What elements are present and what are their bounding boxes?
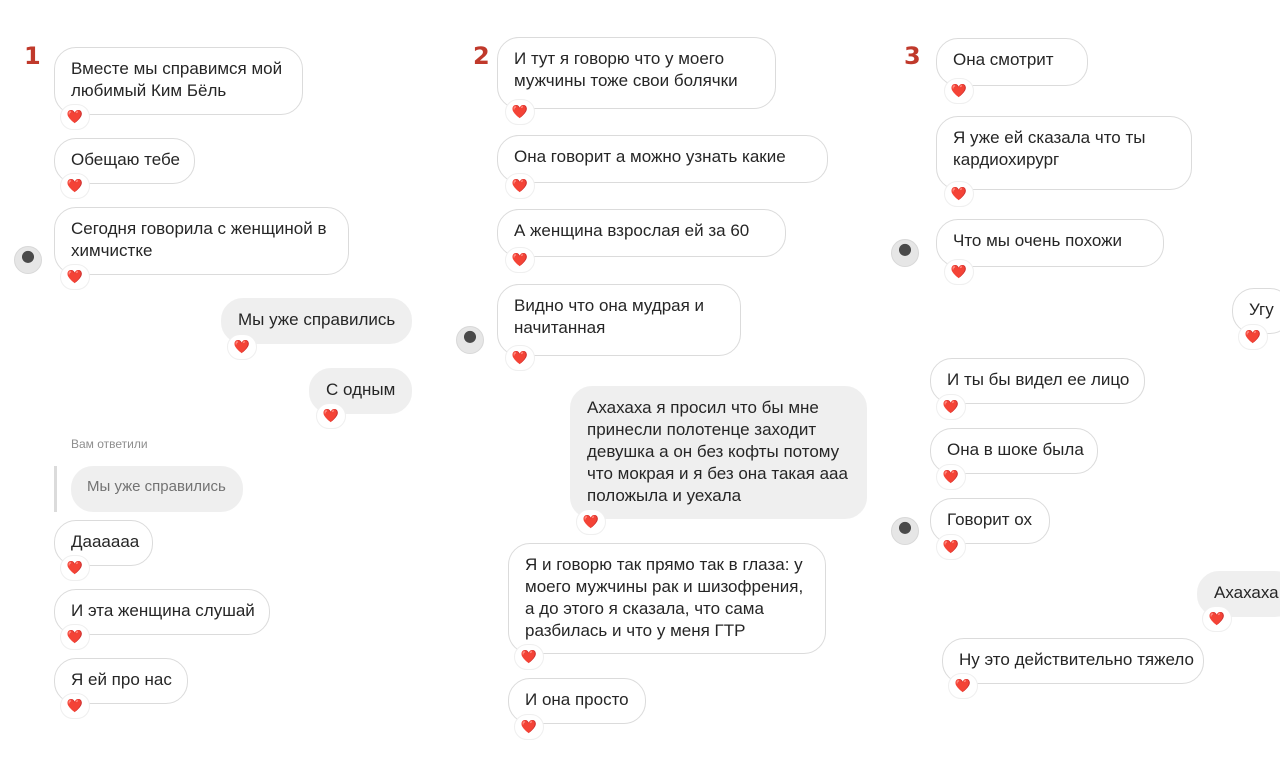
column-number: 1 [24, 42, 41, 70]
message-text: Угу [1249, 300, 1274, 319]
message-bubble[interactable]: И ты бы видел ее лицо [930, 358, 1145, 404]
heart-icon[interactable]: ❤️ [505, 345, 535, 371]
message-bubble[interactable]: И тут я говорю что у моего мужчины тоже … [497, 37, 776, 109]
heart-icon[interactable]: ❤️ [505, 247, 535, 273]
message-text: И тут я говорю что у моего мужчины тоже … [514, 49, 738, 90]
message-bubble[interactable]: Мы уже справились [221, 298, 412, 344]
heart-icon[interactable]: ❤️ [944, 78, 974, 104]
avatar-icon[interactable] [456, 326, 484, 354]
message-text: Она смотрит [953, 50, 1054, 69]
message-bubble[interactable]: Я и говорю так прямо так в глаза: у моег… [508, 543, 826, 654]
column-number: 3 [904, 42, 921, 70]
message-text: Ахахаха я просил что бы мне принесли пол… [587, 398, 848, 505]
heart-icon[interactable]: ❤️ [60, 104, 90, 130]
heart-icon[interactable]: ❤️ [944, 181, 974, 207]
column-1: 1 Вместе мы справимся мой любимый Ким Бё… [0, 0, 440, 758]
message-bubble[interactable]: Видно что она мудрая и начитанная [497, 284, 741, 356]
message-text: И ты бы видел ее лицо [947, 370, 1130, 389]
heart-icon[interactable]: ❤️ [944, 259, 974, 285]
message-bubble[interactable]: И эта женщина слушай [54, 589, 270, 635]
heart-icon[interactable]: ❤️ [936, 534, 966, 560]
heart-icon[interactable]: ❤️ [227, 334, 257, 360]
reply-quote-bar [54, 466, 57, 512]
heart-icon[interactable]: ❤️ [1238, 324, 1268, 350]
message-bubble[interactable]: Ахахаха я просил что бы мне принесли пол… [570, 386, 867, 519]
column-2: 2 И тут я говорю что у моего мужчины тож… [440, 0, 880, 758]
avatar-icon[interactable] [891, 517, 919, 545]
message-text: Мы уже справились [238, 310, 396, 329]
heart-icon[interactable]: ❤️ [60, 173, 90, 199]
message-text: Что мы очень похожи [953, 231, 1123, 250]
heart-icon[interactable]: ❤️ [1202, 606, 1232, 632]
message-text: И она просто [525, 690, 629, 709]
heart-icon[interactable]: ❤️ [505, 99, 535, 125]
heart-icon[interactable]: ❤️ [60, 624, 90, 650]
message-bubble[interactable]: Что мы очень похожи [936, 219, 1164, 267]
message-text: Вместе мы справимся мой любимый Ким Бёль [71, 59, 283, 100]
message-text: Она говорит а можно узнать какие [514, 147, 786, 166]
message-bubble[interactable]: Ну это действительно тяжело [942, 638, 1204, 684]
message-text: Я уже ей сказала что ты кардиохирург [953, 128, 1146, 169]
message-text: А женщина взрослая ей за 60 [514, 221, 750, 240]
message-bubble[interactable]: Я уже ей сказала что ты кардиохирург [936, 116, 1192, 190]
message-bubble[interactable]: А женщина взрослая ей за 60 [497, 209, 786, 257]
message-text: И эта женщина слушай [71, 601, 255, 620]
heart-icon[interactable]: ❤️ [505, 173, 535, 199]
heart-icon[interactable]: ❤️ [936, 464, 966, 490]
message-text: С одным [326, 380, 396, 399]
heart-icon[interactable]: ❤️ [514, 644, 544, 670]
reply-quote-bubble[interactable]: Мы уже справились [71, 466, 243, 512]
message-text: Она в шоке была [947, 440, 1084, 459]
message-text: Ахахаха [1214, 583, 1279, 602]
message-text: Сегодня говорила с женщиной в химчистке [71, 219, 327, 260]
heart-icon[interactable]: ❤️ [60, 264, 90, 290]
column-number: 2 [473, 42, 490, 70]
message-text: Ну это действительно тяжело [959, 650, 1194, 669]
message-text: Я ей про нас [71, 670, 172, 689]
message-bubble[interactable]: Сегодня говорила с женщиной в химчистке [54, 207, 349, 275]
heart-icon[interactable]: ❤️ [576, 509, 606, 535]
avatar-icon[interactable] [14, 246, 42, 274]
column-3: 3 Она смотрит ❤️ Я уже ей сказала что ты… [880, 0, 1280, 758]
message-text: Обещаю тебе [71, 150, 180, 169]
heart-icon[interactable]: ❤️ [948, 673, 978, 699]
heart-icon[interactable]: ❤️ [936, 394, 966, 420]
message-text: Дааааaa [71, 532, 140, 551]
heart-icon[interactable]: ❤️ [316, 403, 346, 429]
heart-icon[interactable]: ❤️ [514, 714, 544, 740]
message-bubble[interactable]: Она говорит а можно узнать какие [497, 135, 828, 183]
message-text: Говорит ох [947, 510, 1033, 529]
reply-label: Вам ответили [71, 437, 148, 451]
reply-quote-text: Мы уже справились [87, 478, 226, 495]
message-text: Я и говорю так прямо так в глаза: у моег… [525, 555, 804, 640]
message-text: Видно что она мудрая и начитанная [514, 296, 705, 337]
heart-icon[interactable]: ❤️ [60, 555, 90, 581]
heart-icon[interactable]: ❤️ [60, 693, 90, 719]
message-bubble[interactable]: Вместе мы справимся мой любимый Ким Бёль [54, 47, 303, 115]
avatar-icon[interactable] [891, 239, 919, 267]
